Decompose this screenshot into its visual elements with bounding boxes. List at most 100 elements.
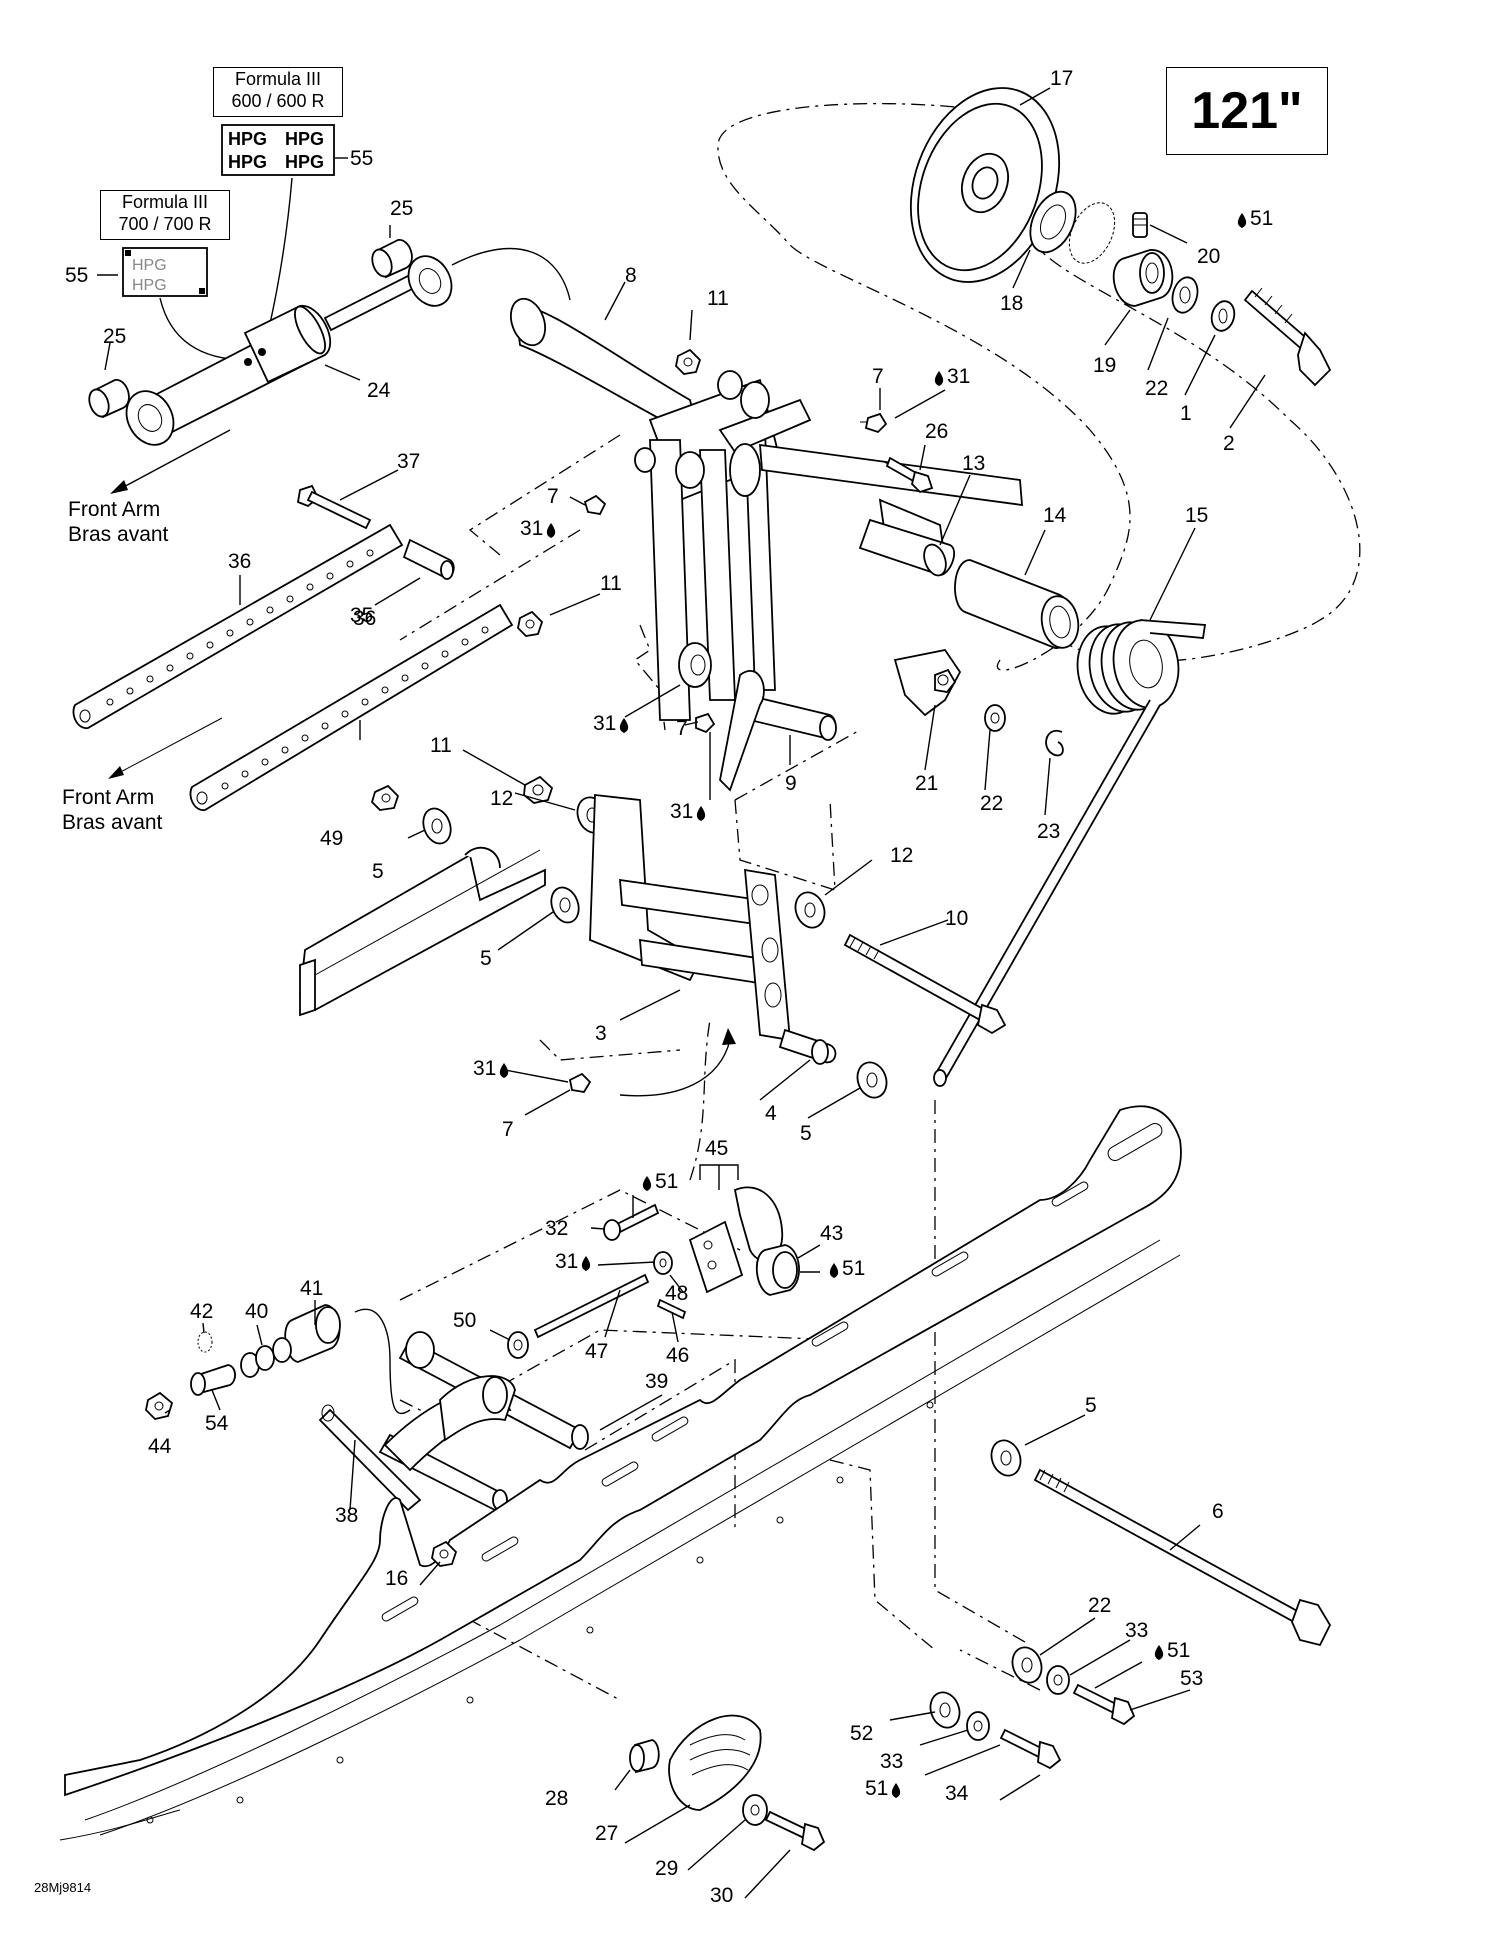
callout-number: 22 [1145,377,1168,400]
callout-number: 55 [65,264,88,287]
bolt-32 [603,1203,660,1241]
lock-washer-1 [1210,300,1236,332]
callout-number: 34 [945,1782,969,1805]
front-arm-arrow-top [110,429,231,494]
callout-number: 6 [1212,1500,1224,1523]
washer-29 [742,1794,768,1826]
bolt-34 [999,1728,1062,1770]
oil-drop-icon [581,1256,591,1271]
link-arm-upper [72,523,404,729]
decal-600: HPG HPG HPG HPG [221,124,335,176]
assembly-guide-lines [399,102,1361,1701]
callout-number: 15 [1185,504,1208,527]
callout-number: 51 [1167,1639,1190,1662]
diagram-reference-code: 28Mj9814 [34,1880,92,1895]
callout-number: 31 [947,365,970,388]
callout-number: 40 [245,1300,268,1323]
callout-number: 12 [490,787,513,810]
bushing-41 [284,1304,341,1363]
lock-washer-33-right [1046,1665,1070,1695]
lock-washer-33-left [966,1711,990,1741]
link-arm-lower [189,603,514,811]
spacer-54 [190,1364,236,1396]
formula-700-box: Formula III 700 / 700 R [100,190,230,240]
callout-number: 2 [1223,432,1235,455]
callout-number: 7 [547,485,559,508]
adjuster-rod-47 [533,1273,650,1339]
retaining-ring [1068,202,1116,264]
washer-48 [653,1251,673,1275]
callout-number: 22 [1088,1594,1111,1617]
callout-number: 5 [800,1122,812,1145]
cross-shaft-3 [589,793,837,1097]
rear-arm [509,297,1023,721]
callout-number: 37 [397,450,420,473]
grease-fitting-lower [568,1072,592,1093]
spacer-28 [629,1739,660,1774]
callout-number: 25 [390,197,413,220]
spacer-19 [1112,249,1174,307]
oil-drop-icon [829,1263,839,1278]
callout-number: 27 [595,1822,618,1845]
callout-number: 9 [785,772,797,795]
callout-number: 17 [1050,67,1073,90]
callout-number: 28 [545,1787,568,1810]
callout-number: 54 [205,1412,229,1435]
callout-number: 44 [148,1435,172,1458]
callout-number: 31 [670,800,693,823]
callout-number: 7 [872,365,884,388]
slider-27 [668,1714,762,1811]
callout-number: 33 [880,1750,903,1773]
callout-number: 45 [705,1137,728,1160]
callout-number: 36 [353,607,376,630]
callout-number: 4 [765,1102,777,1125]
callout-number: 3 [595,1022,607,1045]
track-length-badge: 121" [1166,67,1328,155]
front-arm-en: Front Arm [62,786,155,809]
callout-number: 23 [1037,820,1060,843]
formula-600-box: Formula III 600 / 600 R [213,67,343,117]
callout-number: 7 [676,717,688,740]
callout-number: 26 [925,420,948,443]
callout-number: 13 [962,452,985,475]
nut-11-mid [517,610,544,637]
callout-number: 41 [300,1277,323,1300]
formula-600-model: Formula III [234,69,322,89]
callout-number: 49 [320,827,343,850]
callout-number: 42 [190,1300,213,1323]
pin-9 [719,670,837,792]
washer-5-b [550,886,580,924]
clip-23 [1045,729,1064,757]
callout-number: 32 [545,1217,568,1240]
shaft-13 [858,518,955,577]
callout-number: 12 [890,844,913,867]
bolt-6 [1033,1468,1332,1647]
bushing-25-bottom [88,379,130,419]
front-arm-label-bottom: Front Arm Bras avant [62,785,162,835]
stopper-21 [893,649,962,717]
callout-number: 43 [820,1222,843,1245]
callout-number: 31 [593,712,616,735]
bolt-10 [843,933,1007,1035]
callout-number: 31 [520,517,543,540]
callout-number: 39 [645,1370,668,1393]
bushing-25-top [371,239,413,279]
callout-number: 11 [707,287,729,310]
callout-number: 18 [1000,292,1023,315]
spacer-35 [402,538,455,580]
bushing-43 [755,1244,800,1296]
svg-text:HPG: HPG [132,257,167,274]
bushing-14 [954,559,1080,649]
callout-number: 20 [1197,245,1220,268]
callout-number: 7 [502,1118,514,1141]
formula-700-model: Formula III [121,192,209,212]
oil-drop-icon [891,1783,901,1798]
pin-46 [656,1298,687,1320]
callout-number: 1 [1180,402,1192,425]
oil-drop-icon [696,806,706,821]
callout-number: 46 [666,1344,689,1367]
svg-text:HPG: HPG [228,129,267,149]
washer-22-mid [984,704,1006,732]
